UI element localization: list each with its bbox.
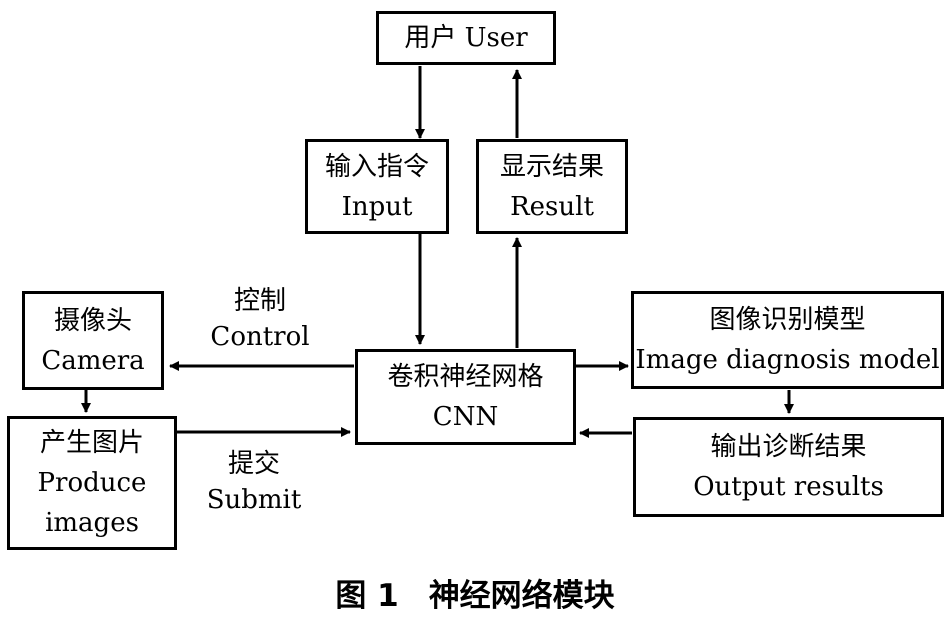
submit-label: 提交 Submit: [196, 446, 312, 518]
produce-label-en1: Produce: [37, 468, 147, 498]
output-results-box: 输出诊断结果 Output results: [633, 417, 944, 517]
control-label-cn: 控制: [233, 286, 286, 316]
submit-label-cn: 提交: [227, 449, 280, 479]
input-box: 输入指令 Input: [305, 139, 449, 234]
result-label-cn: 显示结果: [499, 151, 604, 182]
cnn-label-cn: 卷积神经网格: [387, 362, 544, 392]
user-label: 用户 User: [404, 23, 528, 53]
cnn-label-en: CNN: [432, 402, 499, 432]
camera-label-cn: 摄像头: [53, 305, 132, 336]
produce-label-cn: 产生图片: [39, 428, 144, 458]
input-label-cn: 输入指令: [324, 151, 429, 182]
produce-images-box: 产生图片 Produce images: [7, 416, 177, 550]
output-label-en: Output results: [693, 472, 884, 502]
image-model-box: 图像识别模型 Image diagnosis model: [631, 291, 944, 389]
result-label-en: Result: [510, 191, 594, 222]
user-box: 用户 User: [376, 11, 556, 65]
image-model-label-cn: 图像识别模型: [709, 305, 866, 335]
input-label-en: Input: [341, 191, 413, 222]
figure-number: 图 1: [335, 578, 399, 614]
result-box: 显示结果 Result: [476, 139, 628, 234]
figure-title: 神经网络模块: [428, 578, 615, 614]
figure-caption: 图 1 神经网络模块: [0, 576, 950, 616]
cnn-box: 卷积神经网格 CNN: [355, 349, 576, 445]
camera-box: 摄像头 Camera: [22, 291, 164, 390]
control-label: 控制 Control: [200, 283, 320, 355]
camera-label-en: Camera: [41, 345, 145, 376]
control-label-en: Control: [210, 322, 310, 352]
submit-label-en: Submit: [206, 485, 302, 515]
produce-label-en2: images: [45, 508, 139, 538]
image-model-label-en: Image diagnosis model: [635, 345, 940, 375]
output-label-cn: 输出诊断结果: [710, 432, 867, 462]
